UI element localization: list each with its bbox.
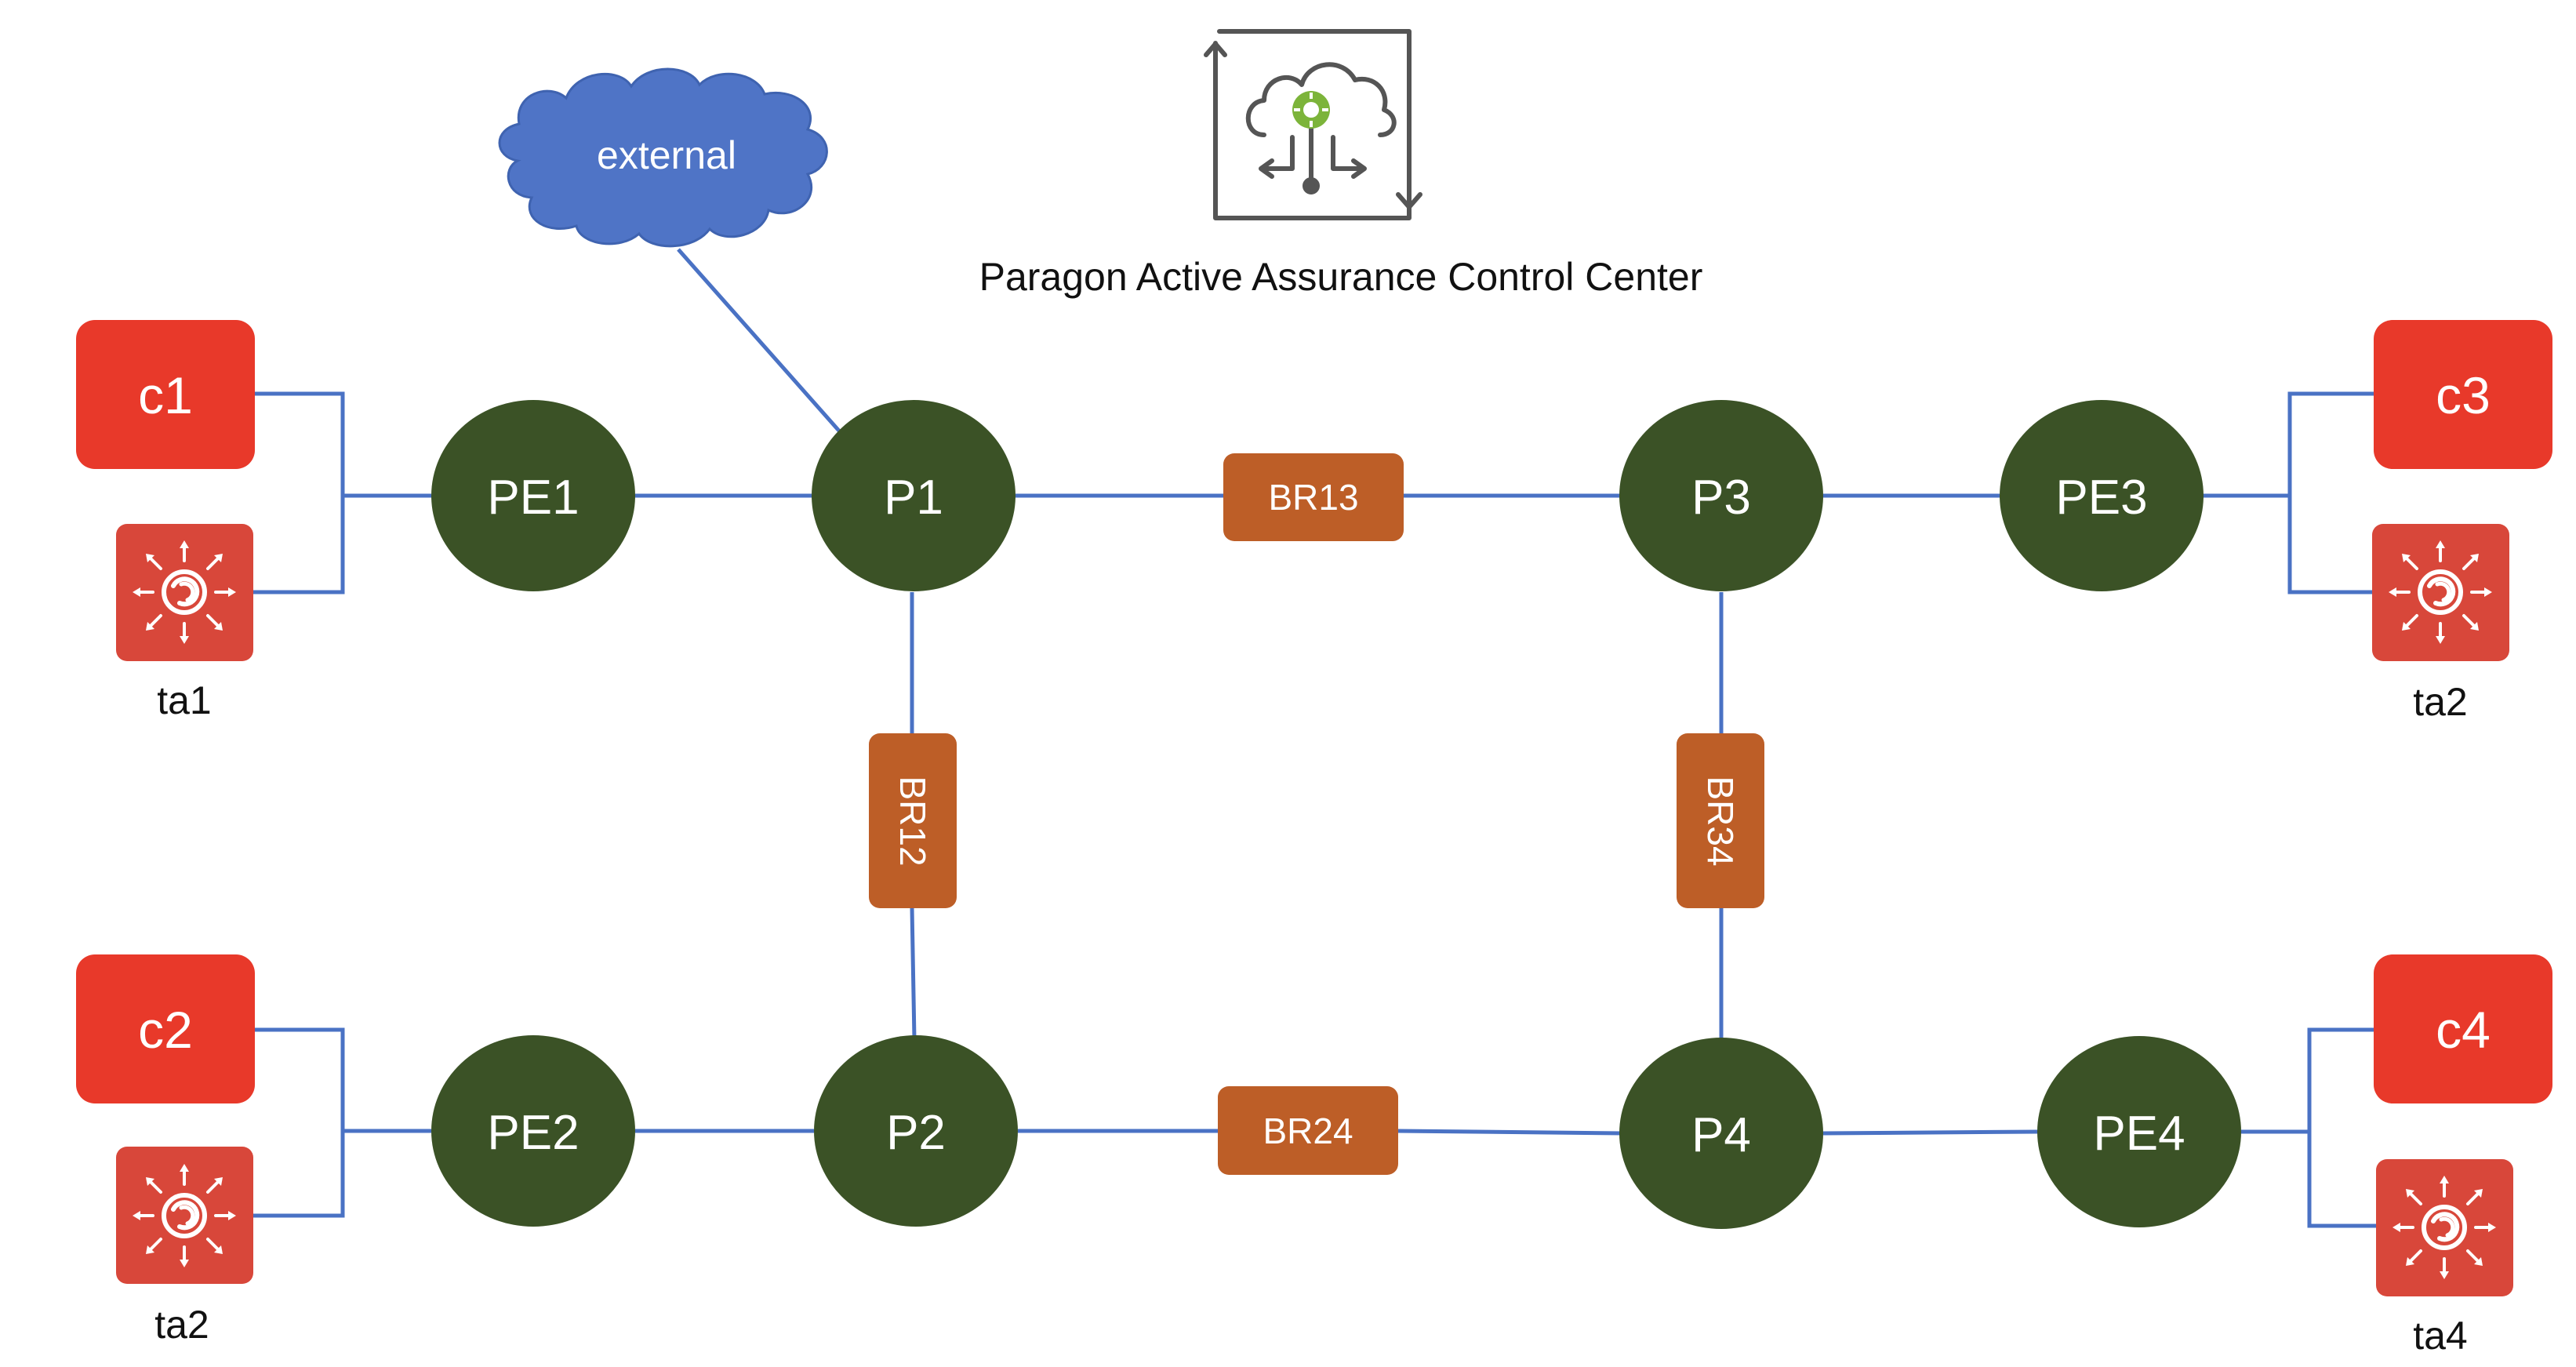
external-cloud: external	[498, 67, 828, 248]
router-p2-label: P2	[886, 1106, 946, 1160]
router-p1-label: P1	[884, 471, 943, 525]
bridge-br13[interactable]	[1223, 453, 1404, 541]
link-c3-pe3	[2287, 391, 2374, 594]
customer-c2[interactable]	[76, 954, 255, 1103]
bridge-br24[interactable]	[1218, 1086, 1398, 1175]
test-agent-ta1[interactable]	[116, 524, 253, 661]
router-p1[interactable]	[812, 400, 1016, 591]
link-br24-p4	[1397, 1129, 1624, 1136]
bridges	[869, 453, 1764, 1175]
customer-c1[interactable]	[76, 320, 255, 469]
test-agent-ta2-left[interactable]	[116, 1147, 253, 1284]
router-p4[interactable]	[1619, 1038, 1823, 1229]
router-pe1-label: PE1	[487, 471, 579, 525]
cloud-label: external	[597, 133, 736, 177]
bridge-br12-label: BR12	[892, 776, 933, 866]
bridge-br13-label: BR13	[1268, 477, 1358, 518]
customer-c3-label: c3	[2436, 366, 2491, 424]
router-pe2-label: PE2	[487, 1106, 579, 1160]
control-center-cloud-icon	[1204, 29, 1422, 220]
page-title: Paragon Active Assurance Control Center	[979, 255, 1703, 299]
link-p4-pe4	[1822, 1129, 2040, 1136]
router-p3-label: P3	[1691, 471, 1751, 525]
link-c2-pe2	[253, 1027, 345, 1218]
bridge-br34[interactable]	[1677, 733, 1764, 908]
customer-c2-label: c2	[138, 1001, 193, 1059]
bridge-br34-label: BR34	[1700, 776, 1741, 866]
customer-c4-label: c4	[2436, 1001, 2491, 1059]
link-c4-pe4	[2307, 1027, 2376, 1228]
test-agent-ta4-label: ta4	[2413, 1314, 2468, 1358]
customer-c1-label: c1	[138, 366, 193, 424]
link-external-p1	[677, 248, 845, 437]
router-pe3-label: PE3	[2055, 471, 2147, 525]
link-br12-p2	[910, 907, 917, 1040]
test-agent-ta2-right[interactable]	[2372, 524, 2509, 661]
router-pe3[interactable]	[2000, 400, 2204, 591]
link-c1-pe1	[253, 391, 345, 594]
test-agent-ta4[interactable]	[2376, 1159, 2513, 1296]
router-pe1[interactable]	[431, 400, 635, 591]
test-agent-ta2-right-label: ta2	[2413, 680, 2468, 724]
router-p2[interactable]	[814, 1035, 1018, 1227]
customer-c3[interactable]	[2374, 320, 2552, 469]
customer-c4[interactable]	[2374, 954, 2552, 1103]
customers	[76, 320, 2552, 1103]
routers	[431, 400, 2241, 1229]
router-pe4[interactable]	[2037, 1036, 2241, 1227]
bridge-br12[interactable]	[869, 733, 957, 908]
router-p3[interactable]	[1619, 400, 1823, 591]
bridge-br24-label: BR24	[1263, 1111, 1353, 1151]
test-agent-ta1-label: ta1	[157, 678, 212, 722]
router-p4-label: P4	[1691, 1108, 1751, 1162]
router-pe2[interactable]	[431, 1035, 635, 1227]
links	[253, 248, 2376, 1228]
logo-accent-gear	[1292, 91, 1330, 129]
router-pe4-label: PE4	[2093, 1107, 2185, 1161]
test-agent-ta2-left-label: ta2	[154, 1303, 209, 1347]
